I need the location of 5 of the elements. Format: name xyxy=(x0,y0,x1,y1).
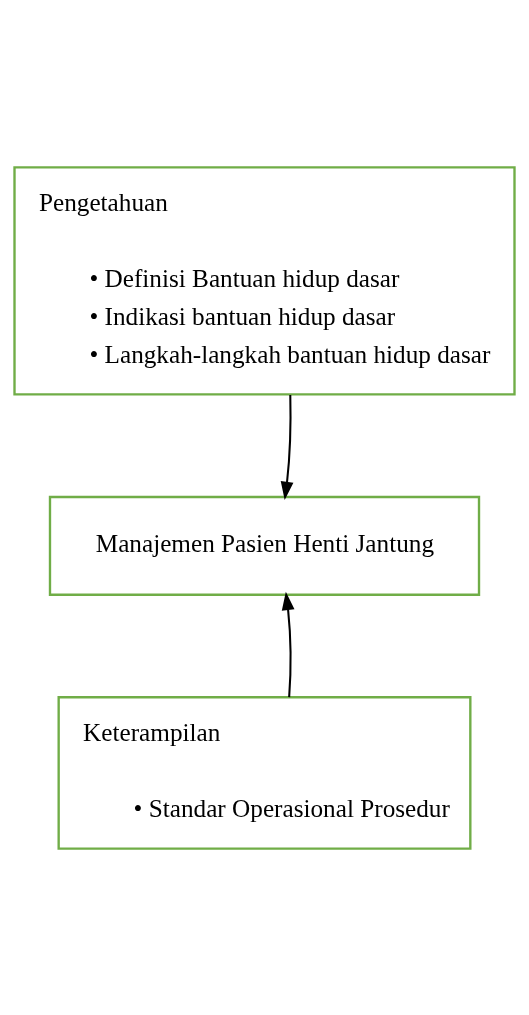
node-box: Pengetahuan • Definisi Bantuan hidup dasar • Indikasi bantuan hidup dasar • Langkah-langkah bantuan hidup dasar xyxy=(13,165,516,396)
arrow xyxy=(280,394,294,500)
arrow xyxy=(281,591,295,697)
node-box: Keterampilan • Standar Operasional Prosedur xyxy=(57,695,472,850)
node-box: Manajemen Pasien Henti Jantung xyxy=(48,495,481,596)
